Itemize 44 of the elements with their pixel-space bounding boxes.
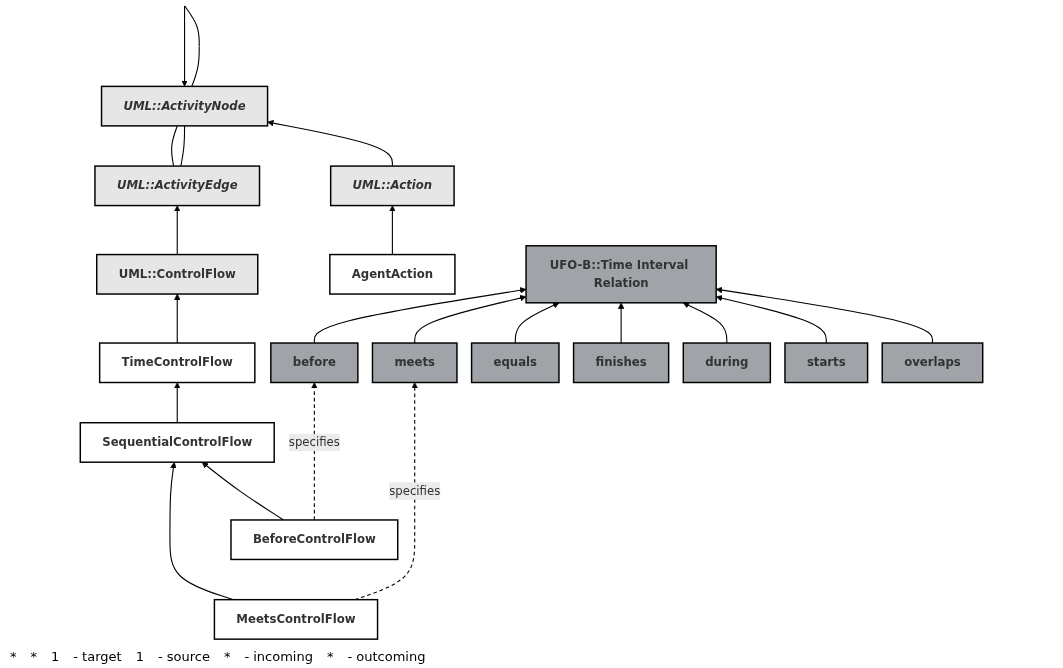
arrow — [414, 294, 527, 344]
node-box: MeetsControlFlow — [213, 598, 379, 640]
arrow — [682, 302, 728, 344]
node-box: before — [270, 342, 359, 384]
multiplicity-label: * — [326, 649, 334, 664]
arrow — [389, 205, 396, 256]
node-box: UML::ActivityNode — [100, 85, 269, 127]
multiplicity-label: - outcoming — [347, 649, 426, 664]
arrow — [311, 382, 318, 521]
arrow — [174, 205, 181, 256]
connector — [171, 125, 178, 167]
node-box: AgentAction — [329, 253, 456, 295]
edge-label: specifies — [389, 483, 441, 498]
arrow — [174, 293, 181, 344]
node-box: TimeControlFlow — [98, 342, 256, 384]
node-box: UML::Action — [329, 165, 455, 207]
arrow — [617, 302, 625, 344]
arrow — [267, 120, 393, 167]
multiplicity-label: - source — [157, 649, 210, 664]
node-box: during — [682, 342, 772, 384]
edge-label: specifies — [288, 435, 340, 450]
node-box: SequentialControlFlow — [79, 422, 275, 463]
connector — [180, 125, 186, 167]
arrow — [201, 461, 285, 521]
multiplicity-label: 1 — [135, 649, 144, 664]
multiplicity-label: * — [30, 649, 37, 664]
node-box: UML::ActivityEdge — [94, 165, 261, 207]
arrow — [181, 5, 200, 87]
node-box: UML::ControlFlow — [96, 253, 259, 295]
node-box: finishes — [572, 342, 670, 384]
node-box: overlaps — [881, 342, 984, 384]
node-box: UFO-B::Time Interval Relation — [525, 245, 717, 304]
arrow — [514, 302, 560, 344]
arrow — [174, 382, 181, 424]
node-box: starts — [784, 342, 869, 384]
node-box: BeforeControlFlow — [230, 519, 399, 561]
arrow — [313, 287, 527, 344]
node-box: equals — [470, 342, 560, 384]
multiplicity-label: - target — [73, 649, 122, 664]
multiplicity-label: * — [223, 649, 231, 664]
node-box: meets — [371, 342, 458, 384]
multiplicity-label: * — [10, 649, 17, 664]
multiplicity-label: 1 — [51, 649, 60, 664]
multiplicity-label: - incoming — [244, 649, 313, 664]
